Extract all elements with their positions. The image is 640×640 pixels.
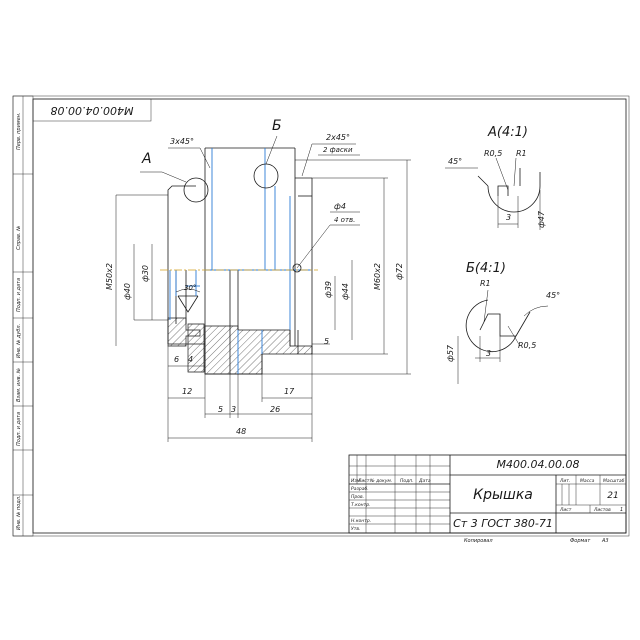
copied-label: Копировал: [464, 538, 493, 544]
b-angle: 45°: [546, 291, 560, 300]
dim-3: 3: [231, 405, 236, 414]
side-strip-3: Инв. № дубл.: [16, 324, 22, 358]
tb-sheets-label: Листов: [593, 507, 611, 513]
tb-approved: Утв.: [351, 526, 360, 532]
tb-scale-label: Масштаб: [603, 478, 625, 484]
hole-dia: ф4: [334, 202, 346, 211]
dim-4: 4: [188, 355, 193, 364]
tb-designation: М400.04.00.08: [497, 458, 580, 471]
tb-sheet-label: Лист: [559, 507, 572, 513]
a-angle: 45°: [448, 157, 462, 166]
a-dim-3: 3: [506, 213, 511, 222]
dim-17: 17: [284, 387, 295, 396]
code-stamp: М400.04.00.08: [32, 98, 152, 122]
thread-2: М60х2: [373, 263, 382, 290]
hatch-center: [204, 325, 313, 375]
tb-date: Дата: [418, 478, 431, 484]
a-r05: R0,5: [484, 149, 502, 158]
detail-b-view: Б(4:1) R1 45° R0,5 3 ф57: [446, 261, 560, 384]
main-section-view: А Б 3х45° 2х45° 2 фаски ф4 4 отв. М50х2 …: [105, 118, 411, 442]
dia-40: ф40: [123, 283, 132, 300]
tb-sheet: Лист: [357, 478, 370, 484]
side-strip-4: Взам. инв. №: [16, 368, 22, 402]
a-dia47: ф47: [537, 210, 546, 228]
tb-docno: № докум.: [369, 478, 392, 484]
tb-change: Изм: [351, 478, 361, 484]
chamfer-1: 3х45°: [170, 137, 194, 146]
hatch-ring: [187, 323, 205, 373]
side-strip-5: Подп. и дата: [16, 412, 22, 446]
format-value: А3: [601, 538, 609, 544]
angle-30: 30°: [184, 284, 196, 292]
chamfer-2: 2х45°: [326, 133, 350, 142]
side-strip-6: Инв. № подл.: [16, 496, 22, 531]
title-block: Изм Лист № докум. Подп. Дата Разраб. Про…: [348, 454, 627, 534]
chamfer-2-note: 2 фаски: [323, 146, 353, 154]
tb-sign: Подп.: [400, 478, 414, 484]
dim-5-right: 5: [324, 337, 329, 346]
dia-30: ф30: [141, 265, 150, 282]
b-r05: R0,5: [518, 341, 536, 350]
detail-a-title: А(4:1): [487, 125, 528, 140]
hole-circle: [292, 263, 302, 273]
detail-circle-a: [183, 177, 209, 203]
side-strip-0: Перв. примен.: [16, 112, 22, 150]
dim-5: 5: [218, 405, 223, 414]
dia-39: ф39: [324, 281, 333, 298]
tb-developed: Разраб.: [351, 486, 369, 492]
label-b: Б: [272, 118, 282, 134]
side-strip-1: Справ. №: [16, 226, 22, 250]
a-r1: R1: [516, 149, 527, 158]
tb-mass-label: Масса: [580, 478, 595, 484]
tb-scale-value: 21: [607, 491, 618, 501]
detail-b-title: Б(4:1): [466, 261, 506, 276]
tb-material: Ст 3 ГОСТ 380-71: [453, 517, 553, 530]
dim-48: 48: [236, 427, 246, 436]
hole-count: 4 отв.: [334, 216, 355, 224]
side-strip: Перв. примен. Справ. № Подп. и дата Инв.…: [12, 95, 34, 537]
detail-a-view: А(4:1) 45° R0,5 R1 3 ф47: [445, 125, 546, 230]
b-r1: R1: [480, 279, 491, 288]
thread-1: М50х2: [105, 263, 114, 290]
tb-title: Крышка: [473, 487, 533, 503]
tb-checked: Пров.: [351, 494, 364, 500]
side-strip-2: Подп. и дата: [16, 278, 22, 312]
format-label: Формат: [570, 538, 591, 544]
tb-tech: Т.контр.: [351, 502, 371, 508]
b-dia57: ф57: [446, 344, 455, 362]
label-a: А: [141, 151, 152, 167]
tb-sheets-value: 1: [620, 507, 623, 513]
dia-72: ф72: [395, 263, 404, 280]
b-dim-3: 3: [486, 349, 491, 358]
dim-12: 12: [182, 387, 192, 396]
tb-lit-label: Лит.: [559, 478, 570, 484]
code-stamp-text: М400.04.00.08: [51, 104, 134, 117]
detail-circle-b: [253, 163, 279, 189]
dim-6: 6: [174, 355, 179, 364]
dia-44: ф44: [341, 283, 350, 300]
dim-26: 26: [270, 405, 280, 414]
tb-norm: Н.контр.: [351, 518, 371, 524]
